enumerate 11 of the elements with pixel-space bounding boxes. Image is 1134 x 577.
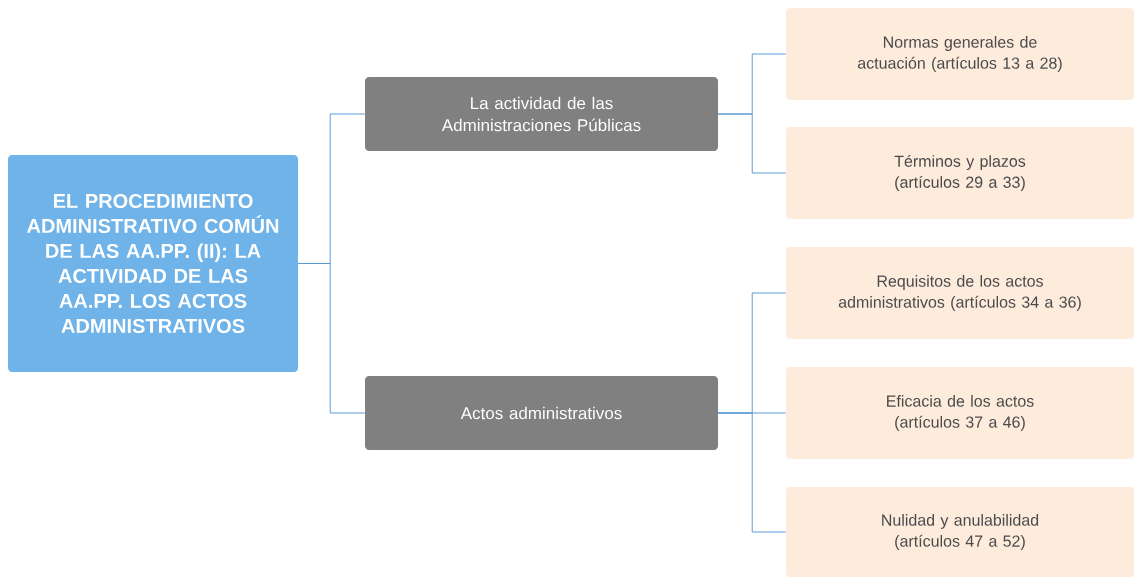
subtopic-box: Nulidad y anulabilidad (artículos 47 a 52) [786, 487, 1134, 577]
subtopic-box: Requisitos de los actos administrativos (artículos 34 a 36) [786, 247, 1134, 339]
subtopic-box: Términos y plazos (artículos 29 a 33) [786, 127, 1134, 219]
connector-line [717, 113, 787, 174]
subtopic-box: Normas generales de actuación (artículos 13 a 28) [786, 8, 1134, 100]
topic-box: La actividad de las Administraciones Públicas [365, 77, 718, 151]
connector-line [717, 412, 787, 533]
topic-box: Actos administrativos [365, 376, 718, 450]
connector-line [297, 263, 366, 414]
title-box: EL PROCEDIMIENTO ADMINISTRATIVO COMÚN DE LAS AA.PP. (II): LA ACTIVIDAD DE LAS AA.PP. LOS ACTOS ADMINISTRATIVOS [8, 155, 298, 372]
subtopic-box: Eficacia de los actos (artículos 37 a 46) [786, 367, 1134, 459]
